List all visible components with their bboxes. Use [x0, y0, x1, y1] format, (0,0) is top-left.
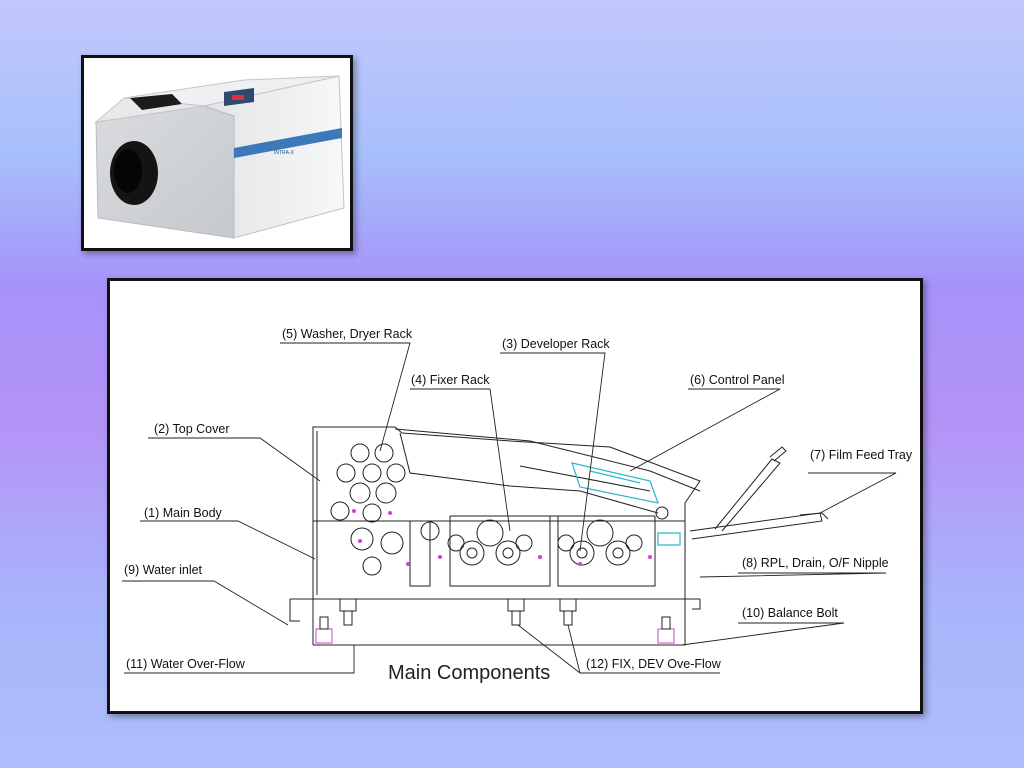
label-main-body: (1) Main Body — [144, 506, 223, 520]
label-balance-bolt: (10) Balance Bolt — [742, 606, 838, 620]
device-photo: INTRA-X — [81, 55, 353, 251]
label-control-panel: (6) Control Panel — [690, 373, 785, 387]
label-rpl-drain: (8) RPL, Drain, O/F Nipple — [742, 556, 889, 570]
label-film-feed-tray: (7) Film Feed Tray — [810, 448, 913, 462]
display-readout — [232, 95, 244, 100]
components-diagram-drawing: (5) Washer, Dryer Rack (3) Developer Rac… — [122, 327, 913, 684]
label-washer-dryer-rack: (5) Washer, Dryer Rack — [282, 327, 413, 341]
label-top-cover: (2) Top Cover — [154, 422, 230, 436]
diagram-caption: Main Components — [388, 662, 550, 684]
label-fix-dev-overflow: (12) FIX, DEV Ove-Flow — [586, 657, 722, 671]
label-water-inlet: (9) Water inlet — [124, 563, 203, 577]
label-fixer-rack: (4) Fixer Rack — [411, 373, 490, 387]
leader-lines — [122, 342, 897, 674]
label-water-overflow: (11) Water Over-Flow — [126, 657, 246, 671]
brand-text: INTRA-X — [274, 150, 295, 156]
components-diagram: (5) Washer, Dryer Rack (3) Developer Rac… — [107, 278, 923, 714]
device-photo-image: INTRA-X — [94, 75, 345, 239]
label-developer-rack: (3) Developer Rack — [502, 337, 610, 351]
